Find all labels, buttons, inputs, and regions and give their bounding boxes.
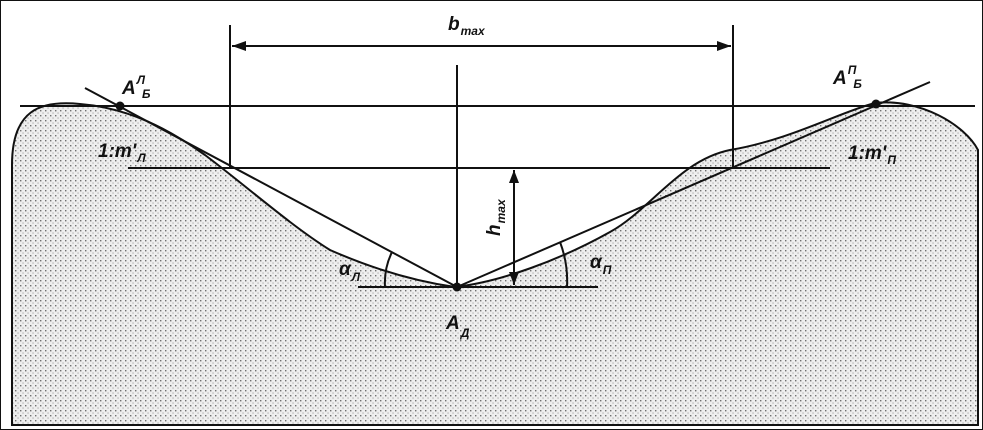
alpha-right-label: αП <box>590 252 612 277</box>
left-slope-line <box>84 87 458 288</box>
alpha-right-arc <box>559 241 569 288</box>
left-slope-ratio-label: 1:m'Л <box>98 141 146 165</box>
alpha-left-arc <box>383 251 393 288</box>
right-slope-line <box>456 81 931 288</box>
bmax-arrowhead-right <box>717 41 731 51</box>
hmax-arrowhead-bottom <box>509 272 519 285</box>
bmax-arrowhead-left <box>232 41 246 51</box>
point-bottom <box>452 282 462 292</box>
right-slope-ratio-label: 1:m'П <box>848 143 896 167</box>
bmax-label: bmax <box>448 14 486 38</box>
ground-profile <box>11 101 979 426</box>
hmax-label: hmax <box>484 198 508 236</box>
hmax-arrowhead-top <box>509 170 519 183</box>
alpha-left-label: αЛ <box>339 259 361 284</box>
bottom-point-label: AД <box>445 313 470 340</box>
point-left-edge <box>115 101 125 111</box>
point-right-edge <box>871 99 881 109</box>
